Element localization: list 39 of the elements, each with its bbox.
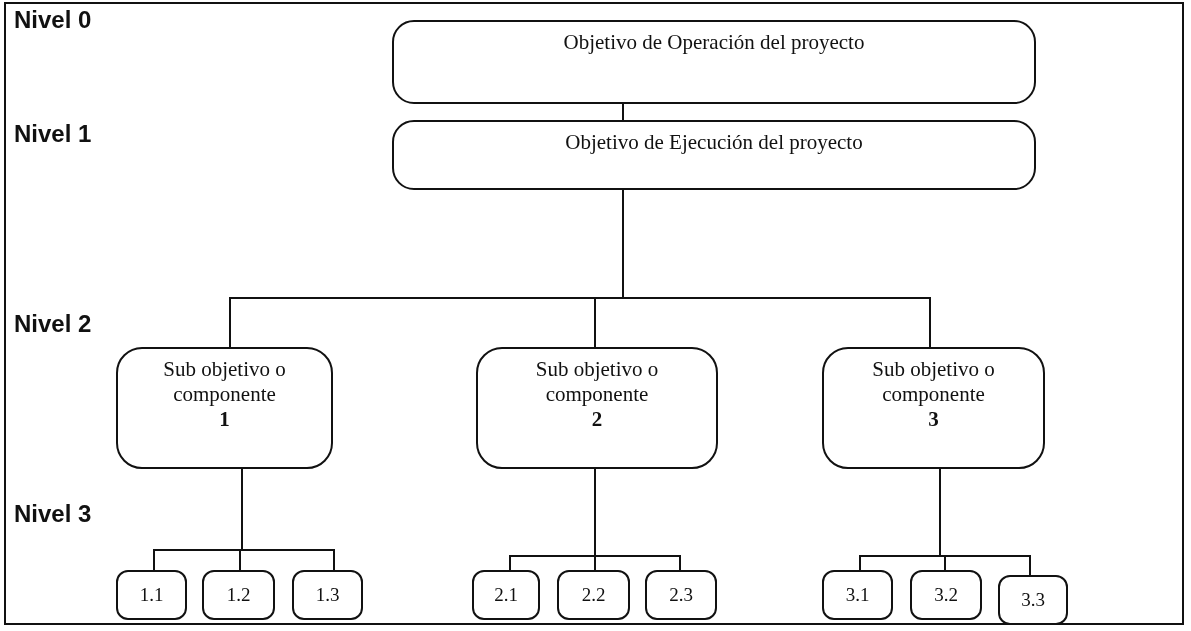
leaf-box xyxy=(472,570,540,620)
leaf-box xyxy=(116,570,187,620)
node-text: 1.2 xyxy=(226,583,251,607)
objective-box xyxy=(392,120,1036,190)
level-label: Nivel 1 xyxy=(14,120,92,148)
connector-line xyxy=(241,468,335,571)
component-number: 1 xyxy=(219,407,230,433)
node-text: 3.3 xyxy=(1021,588,1045,612)
node-text: 2.2 xyxy=(581,583,606,607)
node-text: 3.2 xyxy=(934,583,958,607)
node-text: Objetivo de Ejecución del proyecto xyxy=(565,130,863,156)
node-text: Objetivo de Operación del proyecto xyxy=(563,30,865,56)
leaf-box xyxy=(645,570,717,620)
leaf-box xyxy=(822,570,893,620)
connector-line xyxy=(939,468,1031,576)
node-text: 2.3 xyxy=(669,583,693,607)
level-label: Nivel 0 xyxy=(14,6,92,34)
leaf-box xyxy=(998,575,1068,625)
leaf-box xyxy=(202,570,275,620)
connector-line xyxy=(594,468,681,571)
connector-line xyxy=(622,103,624,121)
node-text: 2.1 xyxy=(494,583,518,607)
node-text: 1.1 xyxy=(139,583,164,607)
node-text: Sub objetivo o componente xyxy=(162,357,287,408)
component-number: 2 xyxy=(591,407,603,433)
level-label: Nivel 2 xyxy=(14,310,92,338)
objective-box xyxy=(476,347,718,469)
level-label: Nivel 3 xyxy=(14,500,92,528)
leaf-box xyxy=(910,570,982,620)
leaf-box xyxy=(292,570,363,620)
leaf-box xyxy=(557,570,630,620)
objective-box xyxy=(116,347,333,469)
node-text: Sub objetivo o componente xyxy=(534,357,660,408)
objective-box xyxy=(392,20,1036,104)
node-text: 1.3 xyxy=(315,583,340,607)
component-number: 3 xyxy=(928,407,939,433)
node-text: 3.1 xyxy=(845,583,870,607)
node-text: Sub objetivo o componente xyxy=(871,357,996,408)
objective-box xyxy=(822,347,1045,469)
